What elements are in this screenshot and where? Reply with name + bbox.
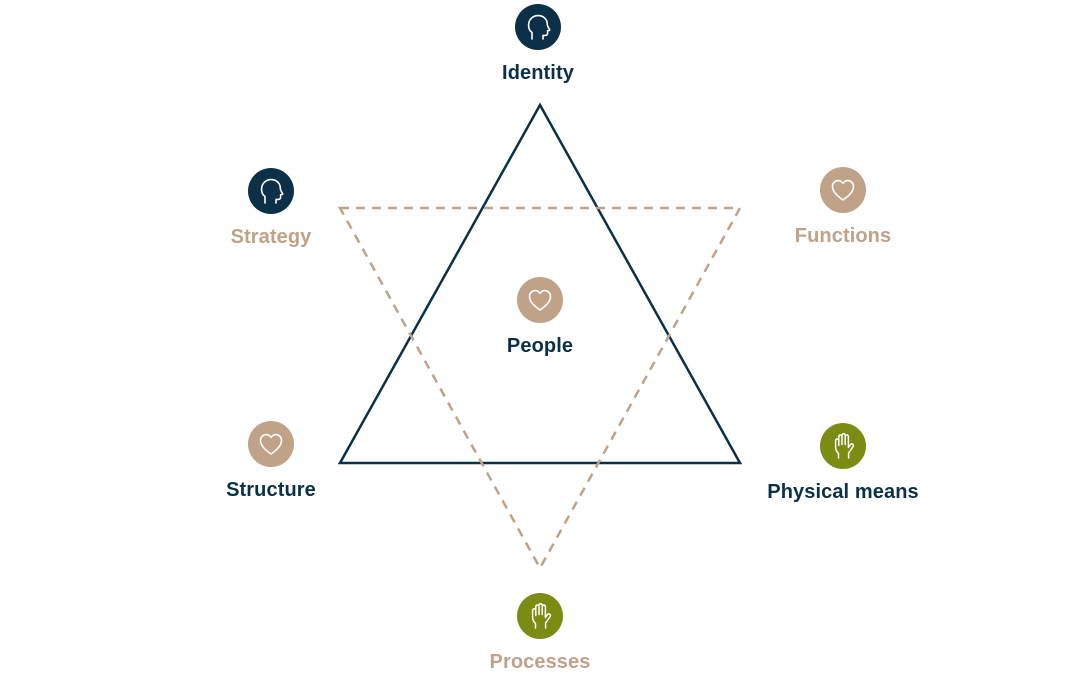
downward-triangle: [337, 206, 743, 571]
node-functions: Functions: [733, 167, 953, 248]
heart-icon: [517, 277, 563, 323]
node-physical-means: Physical means: [733, 423, 953, 504]
hand-icon: [820, 423, 866, 469]
node-label-people: People: [506, 335, 574, 357]
node-structure: Structure: [161, 421, 381, 502]
head-icon: [248, 168, 294, 214]
node-label-strategy: Strategy: [230, 226, 312, 248]
node-label-structure: Structure: [226, 479, 316, 501]
node-processes: Processes: [430, 593, 650, 674]
node-label-processes: Processes: [489, 651, 591, 673]
node-strategy: Strategy: [161, 168, 381, 249]
heart-icon: [820, 167, 866, 213]
node-label-identity: Identity: [502, 62, 574, 84]
node-identity: Identity: [428, 4, 648, 85]
node-people: People: [430, 277, 650, 358]
head-icon: [515, 4, 561, 50]
heart-icon: [248, 421, 294, 467]
node-label-functions: Functions: [794, 225, 892, 247]
upward-triangle: [337, 102, 743, 465]
node-label-physical-means: Physical means: [767, 481, 919, 503]
hand-icon: [517, 593, 563, 639]
